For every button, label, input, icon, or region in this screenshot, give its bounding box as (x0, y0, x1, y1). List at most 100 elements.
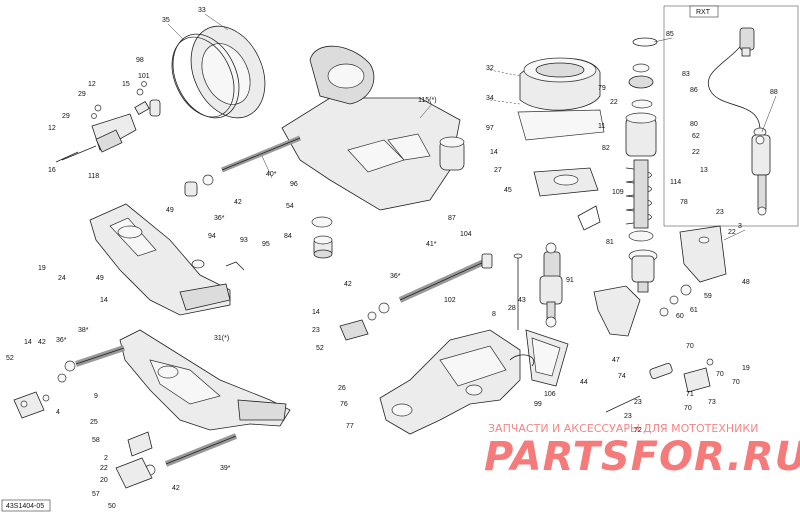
callout: 98 (136, 57, 144, 64)
callout: 52 (316, 345, 324, 352)
callout: 88 (770, 89, 778, 96)
callout: 47 (612, 357, 620, 364)
callout: 102 (444, 297, 456, 304)
callout: 38* (78, 327, 89, 334)
callout: 23 (624, 413, 632, 420)
callout: 97 (486, 125, 494, 132)
watermark: ЗАПЧАСТИ И АКСЕССУАРЫ ДЛЯ МОТОТЕХНИКИ PA… (484, 422, 800, 480)
callout: 59 (704, 293, 712, 300)
callout: 22 (728, 229, 736, 236)
callout: 76 (340, 401, 348, 408)
clips-93-95 (191, 259, 245, 271)
callout: 72 (634, 427, 642, 434)
callout: 41* (426, 241, 437, 248)
bracket-48 (679, 225, 727, 283)
leader-lines (167, 13, 777, 241)
callout: 54 (286, 203, 294, 210)
callout: 16 (48, 167, 56, 174)
callout: 78 (680, 199, 688, 206)
spring-seat-54-84 (311, 216, 333, 259)
shafts-38-39 (64, 345, 238, 476)
callout: 26 (338, 385, 346, 392)
callout: 58 (92, 437, 100, 444)
brackets-52-57 (13, 373, 153, 489)
callout: 93 (240, 237, 248, 244)
callout: 39* (220, 465, 231, 472)
callout: 70 (732, 379, 740, 386)
diagram-code-frame (1, 499, 51, 512)
diagram-code: 43S1404-05 (6, 503, 44, 510)
callout: 71 (686, 391, 694, 398)
callout: 79 (598, 85, 606, 92)
callout: 4 (56, 409, 60, 416)
callout: 82 (602, 145, 610, 152)
callout: 86 (690, 87, 698, 94)
bushings-59-61 (659, 284, 692, 317)
callout-labels: 33 35 98 101 12 29 15 12 29 16 118 40* 1… (6, 7, 778, 510)
callout: 12 (48, 125, 56, 132)
callout: 22 (100, 465, 108, 472)
callout: 12 (88, 81, 96, 88)
callout: 94 (208, 233, 216, 240)
callout: 85 (666, 31, 674, 38)
callout: 52 (6, 355, 14, 362)
callout: 20 (100, 477, 108, 484)
callout: 40* (266, 171, 277, 178)
callout: 50 (108, 503, 116, 510)
callout: 109 (612, 189, 624, 196)
callout: 31(*) (214, 335, 229, 342)
spring-114 (625, 159, 654, 242)
callout: 14 (312, 309, 320, 316)
watermark-line1: ЗАПЧАСТИ И АКСЕССУАРЫ ДЛЯ МОТОТЕХНИКИ (488, 422, 758, 435)
rxt-reservoir-shock (707, 27, 771, 216)
callout: 74 (618, 373, 626, 380)
callout: 57 (92, 491, 100, 498)
callout: 106 (544, 391, 556, 398)
callout: 114 (670, 179, 681, 186)
callout: 42 (172, 485, 180, 492)
callout: 49 (96, 275, 104, 282)
bolt-16 (55, 151, 79, 163)
brackets-70-74 (605, 358, 714, 413)
callout: 29 (62, 113, 70, 120)
callout: 35 (162, 17, 170, 24)
chaincase-cover-assembly (171, 25, 266, 119)
callout: 70 (684, 405, 692, 412)
rear-arm-77 (339, 319, 521, 435)
callout: 8 (492, 311, 496, 318)
callout: 19 (742, 365, 750, 372)
callout: 36* (56, 337, 67, 344)
callout: 83 (682, 71, 690, 78)
callout: 36* (214, 215, 225, 222)
callout: 23 (716, 209, 724, 216)
callout: 23 (312, 327, 320, 334)
callout: 60 (676, 313, 684, 320)
tunnel-extension-49 (89, 203, 231, 316)
guard-47 (593, 285, 641, 337)
callout: 73 (708, 399, 716, 406)
callout: 23 (634, 399, 642, 406)
callout: 70 (686, 343, 694, 350)
air-box-32-34 (517, 57, 605, 197)
callout: 22 (610, 99, 618, 106)
callout: 14 (24, 339, 32, 346)
callout: 14 (100, 297, 108, 304)
callout: 19 (38, 265, 46, 272)
callout: 118 (88, 173, 99, 180)
callout: 87 (448, 215, 456, 222)
callout: 3 (738, 223, 742, 230)
callout: 29 (78, 91, 86, 98)
callout: 84 (284, 233, 292, 240)
callout: 9 (94, 393, 98, 400)
callout: 80 (690, 121, 698, 128)
callout: 48 (742, 279, 750, 286)
callout: 104 (460, 231, 472, 238)
callout: 34 (486, 95, 494, 102)
callout: 36* (390, 273, 401, 280)
suspension-frame-115 (281, 45, 465, 211)
center-shock-91 (513, 242, 563, 330)
shock-body-81 (628, 249, 658, 293)
callout: 44 (580, 379, 588, 386)
callout: 32 (486, 65, 494, 72)
